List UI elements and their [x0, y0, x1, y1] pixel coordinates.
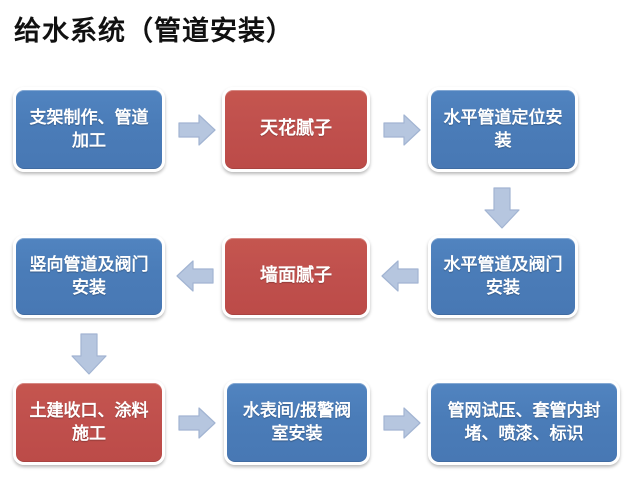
arrow-left-n5-n4: [175, 258, 215, 294]
flow-node-civil-closure-coating[interactable]: 土建收口、涂料施工: [13, 380, 165, 465]
flow-node-label: 土建收口、涂料施工: [29, 400, 149, 444]
flow-node-label: 管网试压、套管内封堵、喷漆、标识: [447, 400, 601, 444]
flow-node-pressure-test-sealing-marking[interactable]: 管网试压、套管内封堵、喷漆、标识: [428, 380, 620, 465]
arrow-right-n8-n9: [382, 405, 422, 441]
flow-node-ceiling-putty[interactable]: 天花腻子: [222, 87, 370, 172]
flow-node-label: 水表间/报警阀室安装: [242, 400, 352, 444]
arrow-left-n6-n5: [380, 258, 420, 294]
flow-node-label: 天花腻子: [260, 118, 332, 140]
flow-node-wall-putty[interactable]: 墙面腻子: [222, 235, 370, 318]
flow-node-label: 水平管道及阀门安装: [443, 254, 563, 298]
flow-node-support-fabrication[interactable]: 支架制作、管道加工: [13, 87, 165, 172]
page-title: 给水系统（管道安装）: [14, 16, 294, 47]
arrow-right-n2-n3: [382, 112, 422, 148]
arrow-right-n1-n2: [177, 112, 217, 148]
flow-node-label: 水平管道定位安装: [443, 107, 563, 151]
arrow-down-n3-n6: [482, 186, 522, 230]
flow-node-label: 墙面腻子: [260, 265, 332, 287]
flow-node-vertical-pipe-valve[interactable]: 竖向管道及阀门安装: [13, 235, 165, 318]
flow-node-meter-alarm-valve-room[interactable]: 水表间/报警阀室安装: [224, 380, 370, 465]
flow-node-label: 支架制作、管道加工: [29, 107, 149, 151]
arrow-down-n4-n7: [69, 332, 109, 376]
flow-node-horizontal-pipe-valve[interactable]: 水平管道及阀门安装: [428, 235, 578, 318]
flow-node-label: 竖向管道及阀门安装: [29, 254, 149, 298]
flow-node-horizontal-pipe-positioning[interactable]: 水平管道定位安装: [428, 87, 578, 172]
arrow-right-n7-n8: [177, 405, 217, 441]
